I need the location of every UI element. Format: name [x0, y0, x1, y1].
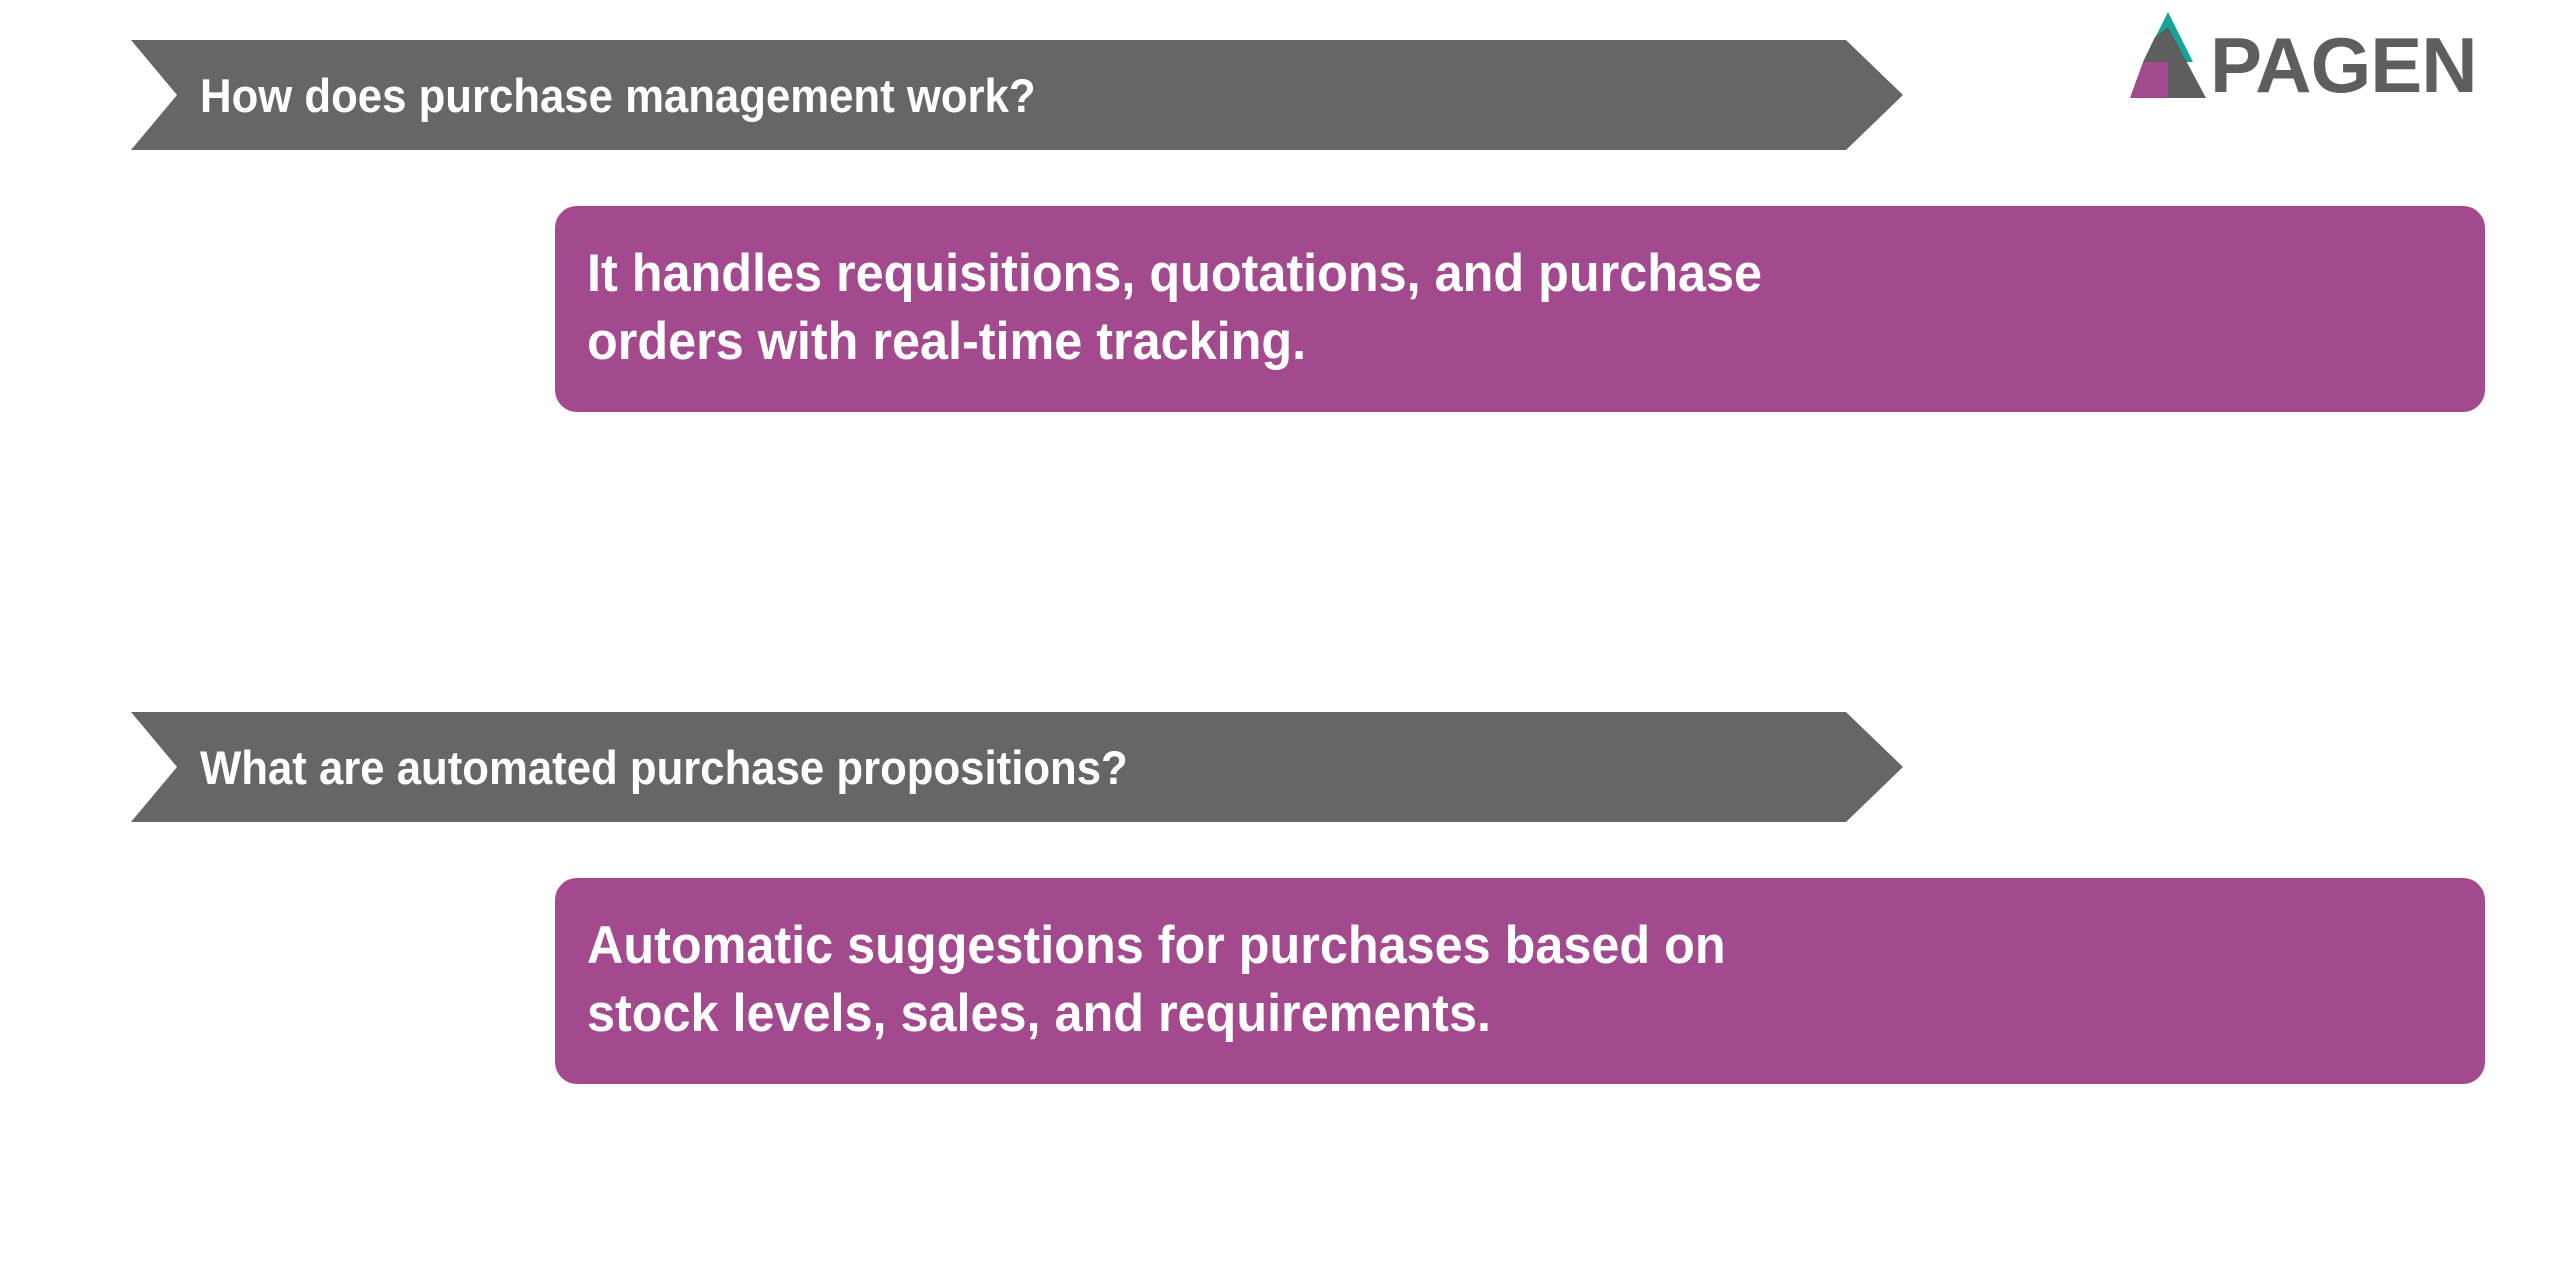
apagen-logo: PAGEN [2130, 6, 2550, 98]
answer-text-2: Automatic suggestions for purchases base… [587, 912, 2333, 1048]
question-text-1: How does purchase management work? [200, 68, 1036, 122]
logo-mark-magenta-leg [2130, 62, 2168, 98]
logo-mark-gray-body [2143, 27, 2206, 98]
logo-wordmark: PAGEN [2210, 21, 2477, 98]
answer-box-2: Automatic suggestions for purchases base… [555, 878, 2485, 1084]
answer-line: stock levels, sales, and requirements. [587, 983, 1491, 1043]
answer-line: Automatic suggestions for purchases base… [587, 916, 1726, 975]
answer-bubble-2: Automatic suggestions for purchases base… [555, 878, 2485, 1084]
apagen-logo-svg: PAGEN [2130, 12, 2478, 98]
answer-text-1: It handles requisitions, quotations, and… [587, 240, 2333, 376]
qa-block-2: What are automated purchase propositions… [0, 712, 2560, 1084]
question-banner-2: What are automated purchase propositions… [131, 712, 1903, 822]
answer-box-1: It handles requisitions, quotations, and… [555, 206, 2485, 412]
question-text-2: What are automated purchase propositions… [200, 740, 1128, 794]
qa-block-1: How does purchase management work? It ha… [0, 40, 2560, 412]
answer-line: orders with real-time tracking. [587, 311, 1307, 371]
question-banner-1: How does purchase management work? [131, 40, 1903, 150]
answer-line: It handles requisitions, quotations, and… [587, 244, 1763, 303]
answer-bubble-1: It handles requisitions, quotations, and… [555, 206, 2485, 412]
